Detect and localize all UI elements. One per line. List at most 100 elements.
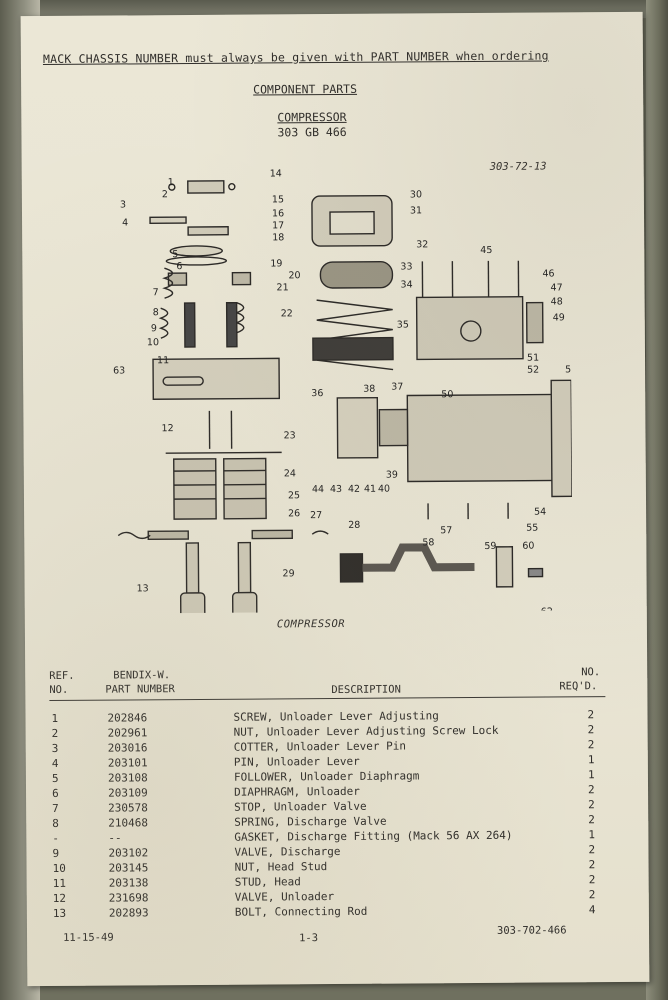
- callout-label: 22: [281, 308, 293, 319]
- cell-description: NUT, Unloader Lever Adjusting Screw Lock: [233, 723, 499, 739]
- header-ref-line1: REF.: [49, 669, 75, 682]
- cell-ref: 3: [51, 741, 59, 755]
- cell-ref: 6: [52, 786, 59, 800]
- callout-label: 23: [284, 430, 296, 441]
- cell-description: STUD, Head: [234, 875, 301, 889]
- callout-label: 1: [168, 177, 174, 188]
- cell-ref: 9: [52, 846, 60, 860]
- callout-label: 15: [272, 194, 284, 205]
- callout-label: 63: [113, 365, 125, 376]
- cell-description: STOP, Unloader Valve: [234, 799, 367, 814]
- callout-label: 21: [276, 282, 288, 293]
- callout-label: 11: [157, 355, 169, 366]
- cell-ref: 8: [52, 816, 59, 830]
- header-qty-line2: REQ'D.: [559, 680, 598, 693]
- cell-part-number: 203016: [107, 741, 148, 755]
- cell-part-number: 203145: [108, 861, 149, 875]
- cell-qty: 2: [588, 843, 596, 857]
- callout-label: 39: [386, 470, 398, 481]
- cell-qty: 4: [588, 903, 596, 917]
- cell-description: COTTER, Unloader Lever Pin: [233, 739, 406, 754]
- cell-part-number: 202893: [108, 906, 149, 920]
- cell-ref: 13: [52, 906, 67, 920]
- binder-edge: [646, 0, 668, 1000]
- callout-label: 8: [153, 307, 159, 318]
- cell-part-number: 230578: [108, 801, 148, 815]
- cell-description: SCREW, Unloader Lever Adjusting: [233, 709, 439, 724]
- header-qty-line1: NO.: [581, 666, 601, 679]
- figure-caption: COMPRESSOR: [276, 617, 346, 631]
- cell-qty: 2: [587, 708, 595, 722]
- callout-label: 4: [122, 217, 128, 228]
- cell-part-number: 203102: [108, 846, 149, 860]
- cell-ref: 7: [52, 801, 59, 815]
- cell-qty: 2: [588, 873, 596, 887]
- callout-label: 43: [330, 484, 342, 495]
- callout-label: 52: [527, 365, 539, 376]
- callout-label: 33: [400, 261, 412, 272]
- cell-description: NUT, Head Stud: [234, 860, 328, 874]
- callout-label: 10: [147, 337, 159, 348]
- callout-label: 16: [272, 208, 284, 219]
- callout-label: 2: [162, 189, 168, 200]
- callout-label: 36: [311, 388, 323, 399]
- header-part-line1: BENDIX-W.: [113, 669, 171, 682]
- callout-label: 51: [527, 353, 539, 364]
- cell-description: FOLLOWER, Unloader Diaphragm: [233, 769, 420, 784]
- component-name: COMPRESSOR: [277, 109, 347, 125]
- callout-label: 53: [565, 364, 573, 375]
- header-ref-line2: NO.: [49, 683, 69, 696]
- callout-label: 13: [137, 583, 149, 594]
- diagram-callouts: 1 2 3 4 5 6 7 8 9 10 11 12 13 14 15 16 1…: [113, 168, 573, 613]
- cell-description: DIAPHRAGM, Unloader: [233, 784, 360, 799]
- callout-label: 35: [397, 319, 409, 330]
- callout-label: 19: [270, 258, 282, 269]
- callout-label: 47: [550, 282, 562, 293]
- callout-label: 17: [272, 220, 284, 231]
- callout-label: 32: [416, 239, 428, 250]
- callout-label: 55: [526, 523, 538, 534]
- cell-qty: 2: [587, 723, 595, 737]
- compressor-exploded-diagram: 1 2 3 4 5 6 7 8 9 10 11 12 13 14 15 16 1…: [113, 168, 573, 614]
- section-title: COMPONENT PARTS: [253, 81, 358, 97]
- cell-ref: 1: [51, 711, 59, 725]
- callout-label: 38: [363, 384, 375, 395]
- callout-label: 26: [288, 508, 300, 519]
- callout-label: 59: [484, 541, 496, 552]
- cell-qty: 2: [587, 783, 595, 797]
- cell-ref: 4: [51, 756, 59, 770]
- cell-description: PIN, Unloader Lever: [233, 754, 360, 769]
- callout-label: 57: [440, 525, 452, 536]
- callout-label: 49: [553, 312, 565, 323]
- cell-qty: 1: [587, 753, 595, 767]
- callout-label: 3: [120, 199, 126, 210]
- callout-label: 41: [364, 484, 376, 495]
- callout-label: 34: [400, 279, 412, 290]
- cell-part-number: --: [108, 831, 122, 845]
- header-part-line2: PART NUMBER: [105, 683, 175, 696]
- callout-label: 30: [410, 189, 422, 200]
- cell-qty: 2: [588, 813, 595, 827]
- cell-description: VALVE, Unloader: [234, 890, 335, 904]
- callout-label: 45: [480, 245, 492, 256]
- callout-label: 20: [288, 270, 300, 281]
- cell-ref: -: [52, 831, 60, 845]
- cell-ref: 11: [52, 876, 66, 890]
- callout-label: 24: [284, 468, 296, 479]
- cell-qty: 1: [588, 828, 596, 842]
- callout-label: 48: [551, 296, 563, 307]
- cell-part-number: 231698: [108, 891, 149, 905]
- cell-description: VALVE, Discharge: [234, 844, 341, 859]
- cell-qty: 2: [587, 738, 595, 752]
- cell-qty: 2: [588, 858, 596, 872]
- cell-part-number: 203109: [108, 786, 148, 800]
- cell-ref: 2: [51, 726, 59, 740]
- callout-label: 42: [348, 484, 360, 495]
- callout-label: 28: [348, 520, 360, 531]
- cell-qty: 2: [588, 798, 595, 812]
- header-rule: [49, 696, 606, 701]
- callout-label: 29: [282, 568, 294, 579]
- cell-part-number: 210468: [108, 816, 149, 830]
- catalog-page: MACK CHASSIS NUMBER must always be given…: [20, 11, 650, 987]
- callout-label: 31: [410, 205, 422, 216]
